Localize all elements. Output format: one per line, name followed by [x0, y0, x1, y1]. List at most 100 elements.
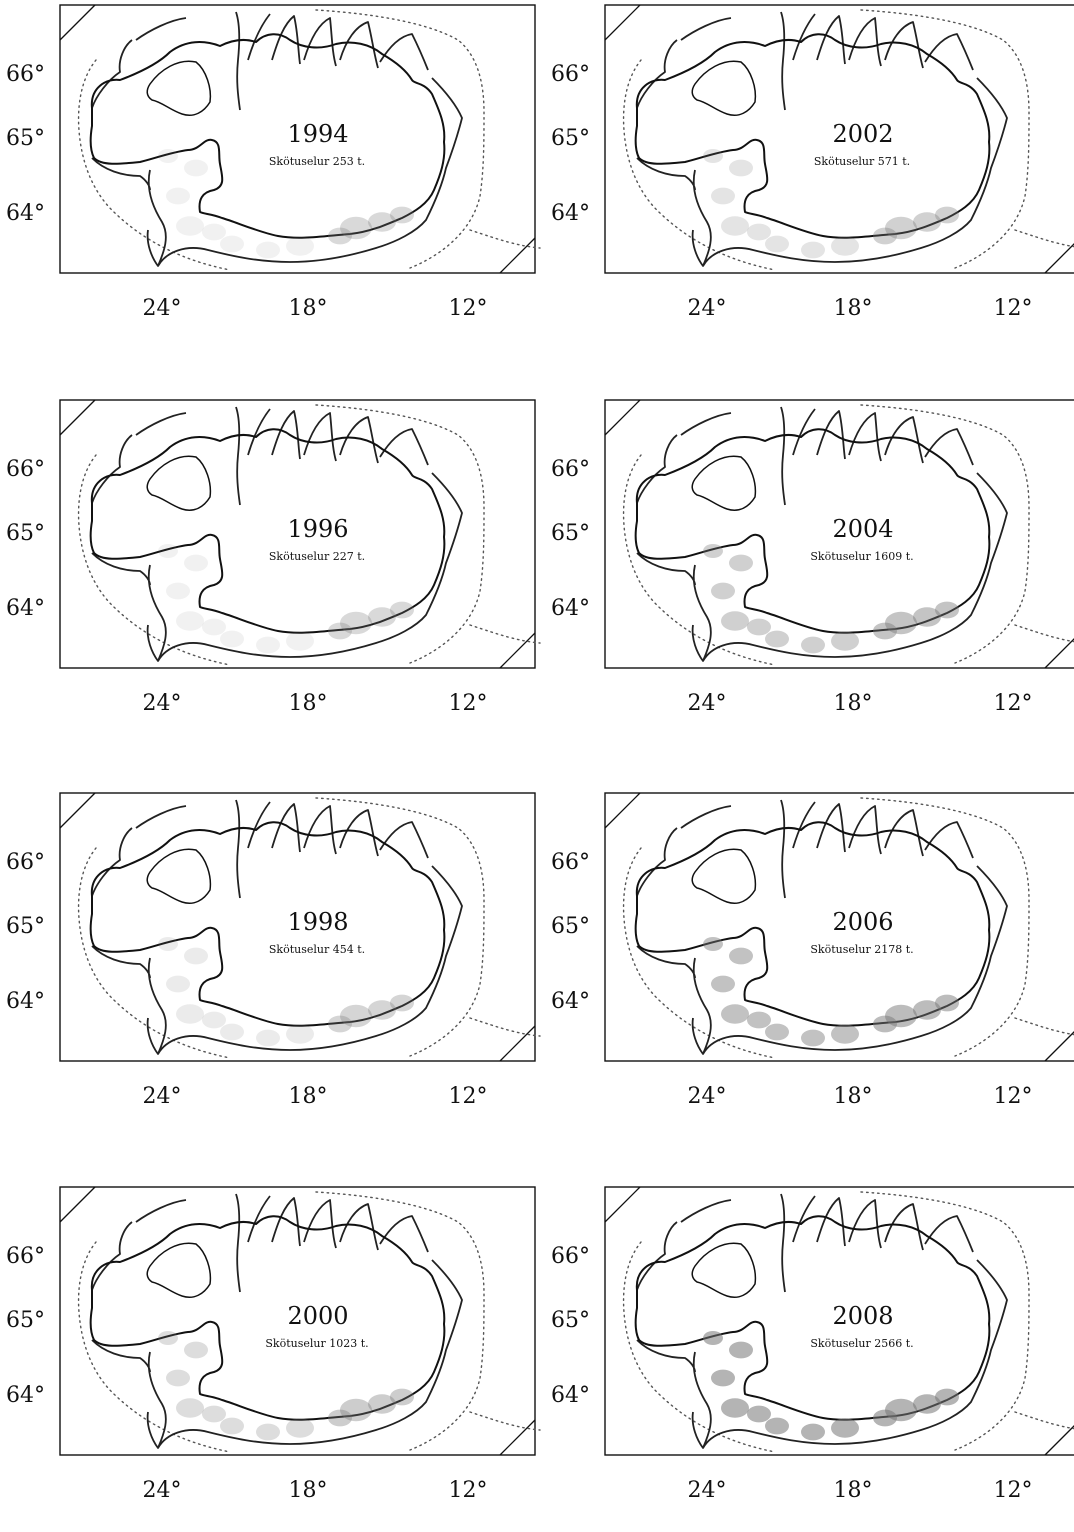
westfjords	[691, 1242, 757, 1298]
catch-density	[703, 149, 723, 163]
catch-density	[368, 1394, 396, 1414]
lon-label-24: 24°	[142, 1478, 182, 1503]
lat-label-65: 65°	[6, 126, 45, 151]
iceland-map	[59, 399, 541, 669]
lon-label-12: 12°	[448, 691, 488, 716]
catch-density	[328, 1409, 352, 1427]
catch-density	[158, 544, 178, 558]
catch-density	[873, 1015, 897, 1033]
catch-density	[703, 937, 723, 951]
catch-density	[166, 1369, 190, 1387]
lon-label-18: 18°	[833, 1478, 873, 1503]
frame-corner	[1044, 1425, 1074, 1456]
lat-label-66: 66°	[551, 62, 590, 87]
frame-corner	[604, 4, 641, 41]
westfjords	[691, 455, 757, 511]
catch-density	[220, 630, 244, 648]
lon-label-24: 24°	[142, 691, 182, 716]
frame-corner	[604, 1186, 641, 1223]
depth-contour-dotted	[622, 797, 1074, 1059]
frame-corner	[499, 1025, 536, 1062]
catch-density	[328, 622, 352, 640]
westfjords	[146, 848, 212, 904]
frame-corner	[604, 399, 641, 436]
depth-contour-dotted	[77, 404, 541, 666]
lon-label-12: 12°	[448, 1084, 488, 1109]
map-frame	[59, 792, 536, 1062]
frame-corner	[499, 1419, 536, 1456]
catch-density	[184, 947, 208, 965]
catch-density	[256, 636, 280, 654]
catch-density	[703, 544, 723, 558]
lat-label-65: 65°	[6, 914, 45, 939]
lat-label-64: 64°	[6, 989, 45, 1014]
catch-density	[721, 611, 749, 631]
catch-density	[340, 1004, 372, 1028]
catch-density	[328, 1015, 352, 1033]
catch-density	[176, 611, 204, 631]
lon-label-18: 18°	[833, 691, 873, 716]
catch-density	[873, 622, 897, 640]
lon-label-18: 18°	[288, 691, 328, 716]
lon-label-24: 24°	[687, 1478, 727, 1503]
lat-label-66: 66°	[551, 457, 590, 482]
lon-label-18: 18°	[288, 1478, 328, 1503]
year-label: 2006	[832, 908, 894, 936]
catch-density	[340, 611, 372, 635]
lat-label-65: 65°	[551, 1308, 590, 1333]
shelf-contour	[91, 1193, 463, 1449]
lat-label-64: 64°	[6, 596, 45, 621]
iceland-map	[59, 792, 541, 1062]
catch-density	[831, 631, 859, 651]
lon-label-18: 18°	[288, 1084, 328, 1109]
catch-density	[729, 947, 753, 965]
catch-density	[935, 1388, 959, 1406]
catch-density	[765, 630, 789, 648]
lat-label-64: 64°	[551, 989, 590, 1014]
year-label: 2008	[832, 1302, 894, 1330]
catch-density	[202, 1405, 226, 1423]
catch-density	[747, 223, 771, 241]
year-label: 2002	[832, 120, 894, 148]
lon-label-24: 24°	[687, 296, 727, 321]
catch-density	[390, 1388, 414, 1406]
catch-density	[913, 1000, 941, 1020]
catch-density	[176, 1004, 204, 1024]
lat-label-66: 66°	[6, 62, 45, 87]
catch-density	[747, 618, 771, 636]
lon-label-18: 18°	[288, 296, 328, 321]
catch-density	[711, 975, 735, 993]
catch-density	[873, 227, 897, 245]
catch-density	[729, 159, 753, 177]
catch-density	[390, 994, 414, 1012]
year-label: 1996	[287, 515, 349, 543]
lon-label-12: 12°	[448, 296, 488, 321]
lat-label-66: 66°	[6, 457, 45, 482]
frame-corner	[59, 792, 96, 829]
lat-label-65: 65°	[551, 914, 590, 939]
catch-density	[935, 601, 959, 619]
catch-density	[765, 1417, 789, 1435]
map-frame	[604, 1186, 1074, 1456]
westfjords	[691, 848, 757, 904]
catch-density	[176, 1398, 204, 1418]
catch-density	[729, 1341, 753, 1359]
catch-density	[711, 187, 735, 205]
catch-density	[390, 206, 414, 224]
catch-density	[885, 611, 917, 635]
frame-corner	[59, 1186, 96, 1223]
lon-label-24: 24°	[687, 1084, 727, 1109]
year-label: 2004	[832, 515, 894, 543]
iceland-map	[604, 792, 1074, 1062]
catch-density	[184, 1341, 208, 1359]
catch-density	[368, 1000, 396, 1020]
catch-density	[801, 241, 825, 259]
lat-label-65: 65°	[6, 521, 45, 546]
catch-density	[721, 1398, 749, 1418]
catch-density	[158, 149, 178, 163]
catch-density	[935, 994, 959, 1012]
catch-label: Skötuselur 2178 t.	[810, 943, 914, 956]
catch-density	[328, 227, 352, 245]
